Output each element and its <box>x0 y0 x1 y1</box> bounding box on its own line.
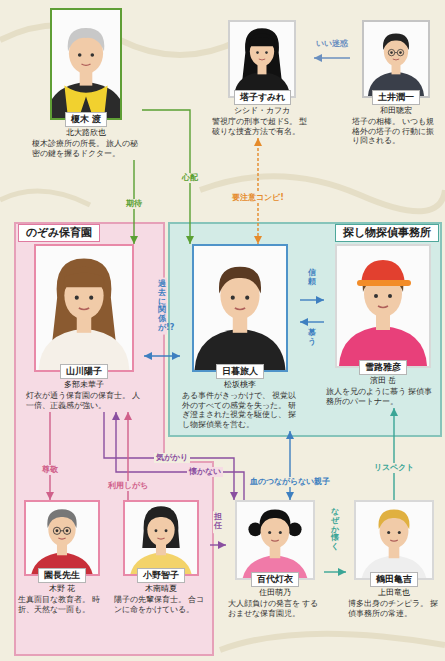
character-name: 日暮旅人 <box>216 364 264 379</box>
portrait-photo <box>192 244 288 372</box>
relation-connector <box>116 412 244 500</box>
edge-label: リスペクト <box>372 463 416 473</box>
relation-connector <box>210 544 226 545</box>
relation-connector <box>127 412 128 500</box>
portrait-figure <box>36 246 132 370</box>
relation-connector <box>49 412 50 500</box>
portrait-figure <box>237 502 313 578</box>
character-name: 鶴田亀吉 <box>370 572 418 587</box>
edge-label: 血のつながらない親子 <box>248 477 332 487</box>
actor-name: 住田萌乃 <box>226 588 324 598</box>
group-header: のぞみ保育園 <box>18 224 100 242</box>
relation-connector <box>300 321 324 322</box>
relation-connector <box>257 138 258 244</box>
character-name: 塔子すみれ <box>234 90 291 105</box>
actor-name: 和田聰宏 <box>350 106 442 116</box>
edge-label: 心配 <box>180 173 200 183</box>
portrait-photo <box>34 244 134 372</box>
wave-ornament <box>0 191 90 205</box>
character-name: 園長先生 <box>38 568 86 583</box>
character-description: ある事件がきっかけで、 視覚以外のすべての感覚を失った。 研ぎ澄まされた視覚を駆… <box>180 390 300 431</box>
edge-label: 慕う <box>307 327 317 349</box>
actor-name: 松坂桃李 <box>180 380 300 390</box>
edge-label: 過去に関係が!? <box>157 278 167 335</box>
relation-connector <box>289 431 290 500</box>
character-description: 旅人を兄のように慕う 探偵事務所のパートナー。 <box>324 386 442 408</box>
character-name: 百代灯衣 <box>251 572 299 587</box>
actor-name: 濱田 岳 <box>324 376 442 386</box>
edge-label: 利用しがち <box>106 481 150 491</box>
relation-connector <box>133 160 134 244</box>
group-header: 探し物探偵事務所 <box>335 224 439 242</box>
character-description: 博多出身のチンピラ。 探偵事務所の常連。 <box>346 598 442 620</box>
portrait-figure <box>364 22 428 96</box>
character-description: 塔子の相棒。 いつも規格外の塔子の 行動に振り回される。 <box>350 116 442 148</box>
edge-label: 懐かない <box>187 467 223 477</box>
character-card: 園長先生木野 花生真面目な教育者。 時折、天然な一面も。 <box>16 500 108 616</box>
character-card: 雪路雅彦濱田 岳旅人を兄のように慕う 探偵事務所のパートナー。 <box>324 244 442 408</box>
relation-connector <box>393 408 394 500</box>
portrait-figure <box>52 10 120 118</box>
edge-label: 気がかり <box>154 453 190 463</box>
portrait-photo <box>354 500 434 580</box>
portrait-photo <box>235 500 315 580</box>
character-name: 土井潤一 <box>372 90 420 105</box>
character-name: 雪路雅彦 <box>359 360 407 375</box>
portrait-photo <box>228 20 296 98</box>
character-card: 榎木 渡北大路欣也榎木診療所の所長。 旅人の秘密の鍵を握るドクター。 <box>30 8 142 160</box>
character-description: 灯衣が通う保育園の保育士。 人一倍、正義感が強い。 <box>24 390 144 412</box>
character-name: 榎木 渡 <box>65 112 107 127</box>
character-name: 山川陽子 <box>60 364 108 379</box>
character-card: 土井潤一和田聰宏塔子の相棒。 いつも規格外の塔子の 行動に振り回される。 <box>350 20 442 148</box>
actor-name: 木南晴夏 <box>112 584 210 594</box>
relation-connector <box>142 110 190 244</box>
portrait-photo <box>123 500 199 576</box>
wave-ornament <box>200 176 445 211</box>
character-card: 小野智子木南晴夏陽子の先輩保育士。 合コンに命をかけている。 <box>112 500 210 616</box>
character-description: 大人顔負けの発言を するおませな保育園児。 <box>226 598 324 620</box>
edge-label: 担任 <box>213 511 223 533</box>
wave-ornament <box>220 634 445 650</box>
relation-connector <box>324 571 346 572</box>
character-description: 警視庁の刑事で超ドS。 型破りな捜査方法で有名。 <box>210 116 314 138</box>
character-name: 小野智子 <box>137 568 185 583</box>
portrait-figure <box>125 502 197 574</box>
edge-label: いい迷惑 <box>314 39 350 49</box>
edge-label: 信頼 <box>307 267 317 289</box>
portrait-figure <box>194 246 286 370</box>
portrait-photo <box>24 500 100 576</box>
group-region: 探し物探偵事務所日暮旅人松坂桃李ある事件がきっかけで、 視覚以外のすべての感覚を… <box>168 222 442 437</box>
actor-name: シシド・カフカ <box>210 106 314 116</box>
edge-label: なぜか懐く <box>330 506 340 554</box>
portrait-photo <box>362 20 430 98</box>
edge-label: 要注意コンビ! <box>230 193 286 203</box>
character-card: 百代灯衣住田萌乃大人顔負けの発言を するおませな保育園児。 <box>226 500 324 620</box>
character-card: 日暮旅人松坂桃李ある事件がきっかけで、 視覚以外のすべての感覚を失った。 研ぎ澄… <box>180 244 300 431</box>
portrait-figure <box>26 502 98 574</box>
actor-name: 北大路欣也 <box>30 128 142 138</box>
relation-connector <box>144 355 180 356</box>
group-fill <box>169 223 441 436</box>
character-description: 生真面目な教育者。 時折、天然な一面も。 <box>16 594 108 616</box>
character-card: 鶴田亀吉上田竜也博多出身のチンピラ。 探偵事務所の常連。 <box>346 500 442 620</box>
actor-name: 木野 花 <box>16 584 108 594</box>
character-description: 榎木診療所の所長。 旅人の秘密の鍵を握るドクター。 <box>30 138 142 160</box>
edge-label: 期待 <box>124 199 144 209</box>
relation-connector <box>314 57 350 58</box>
character-description: 陽子の先輩保育士。 合コンに命をかけている。 <box>112 594 210 616</box>
portrait-photo <box>335 244 431 368</box>
relation-connector <box>300 299 324 300</box>
portrait-figure <box>230 22 294 96</box>
edge-label: 尊敬 <box>40 465 60 475</box>
character-card: 塔子すみれシシド・カフカ警視庁の刑事で超ドS。 型破りな捜査方法で有名。 <box>210 20 314 138</box>
actor-name: 上田竜也 <box>346 588 442 598</box>
relation-connector <box>104 412 234 500</box>
portrait-figure <box>337 246 429 366</box>
actor-name: 多部未華子 <box>24 380 144 390</box>
character-card: 山川陽子多部未華子灯衣が通う保育園の保育士。 人一倍、正義感が強い。 <box>24 244 144 412</box>
portrait-photo <box>50 8 122 120</box>
portrait-figure <box>356 502 432 578</box>
